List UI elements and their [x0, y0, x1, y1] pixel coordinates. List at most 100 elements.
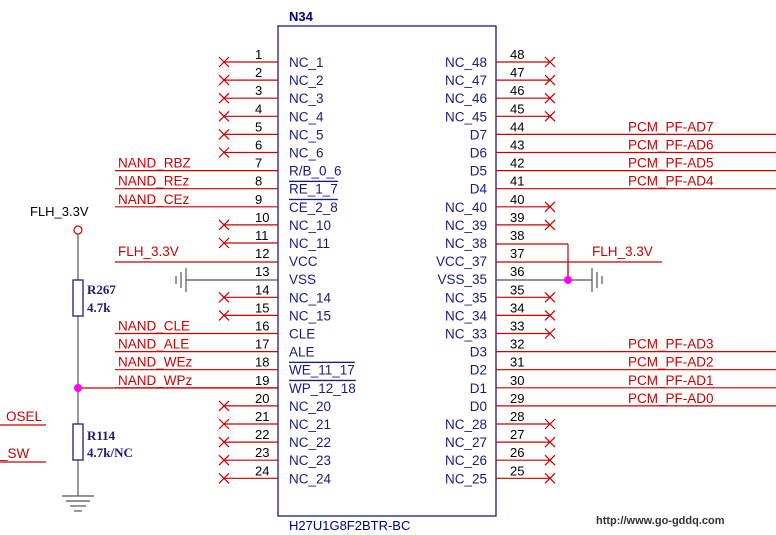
pin-number: 31	[510, 355, 524, 370]
pin-name: NC_1	[289, 55, 324, 70]
no-connect-mark	[218, 56, 230, 68]
pin-number: 13	[255, 264, 269, 279]
net-label: NAND_REz	[118, 174, 190, 189]
pin-name: VCC_37	[436, 254, 487, 269]
no-connect-mark	[218, 436, 230, 448]
pin-name: D6	[470, 146, 487, 161]
left-pin-6: 6NC_6	[218, 138, 324, 161]
pin-number: 6	[255, 138, 262, 153]
pin-name: D2	[470, 363, 487, 378]
no-connect-mark	[544, 74, 556, 86]
pin-number: 44	[510, 119, 524, 134]
no-connect-mark	[544, 309, 556, 321]
pin-name: NC_4	[289, 109, 324, 124]
chip-part-number: H27U1G8F2BTR-BC	[289, 518, 410, 533]
pin-name: NC_38	[445, 236, 487, 251]
pin-number: 29	[510, 391, 524, 406]
pin-number: 26	[510, 445, 524, 460]
pin-number: 2	[255, 65, 262, 80]
no-connect-mark	[544, 472, 556, 484]
r267-value: 4.7k	[87, 300, 111, 315]
pin-number: 42	[510, 156, 524, 171]
right-vcc-net-label: FLH_3.3V	[592, 244, 653, 259]
offpage-label-sw: _SW	[0, 446, 30, 461]
pin-name: RE_1_7	[289, 182, 338, 197]
pin-name: NC_20	[289, 399, 331, 414]
net-label: PCM_PF-AD5	[628, 156, 714, 171]
pin-number: 15	[255, 300, 269, 315]
no-connect-mark	[218, 147, 230, 158]
pin-number: 34	[510, 300, 524, 315]
r114-value: 4.7k/NC	[87, 445, 133, 460]
no-connect-mark	[218, 74, 230, 86]
pin-name: NC_21	[289, 417, 331, 432]
pin-number: 48	[510, 47, 524, 62]
watermark-url: http://www.go-gddq.com	[596, 515, 725, 527]
pin-name: D5	[470, 164, 487, 179]
pin-number: 24	[255, 463, 269, 478]
pin-number: 22	[255, 427, 269, 442]
pin-name: NC_47	[445, 73, 487, 88]
no-connect-mark	[218, 291, 230, 303]
pin-number: 20	[255, 391, 269, 406]
pin-number: 10	[255, 210, 269, 225]
net-label: PCM_PF-AD6	[628, 138, 714, 153]
no-connect-mark	[544, 436, 556, 448]
no-connect-mark	[218, 92, 230, 104]
left-pin-3: 3NC_3	[218, 83, 324, 106]
pin-number: 38	[510, 228, 524, 243]
left-pin-2: 2NC_2	[218, 65, 324, 88]
left-ground-symbol	[175, 268, 187, 292]
pullup-rail-label: FLH_3.3V	[30, 204, 89, 219]
r267-body	[72, 279, 84, 317]
pin-number: 46	[510, 83, 524, 98]
no-connect-mark	[218, 454, 230, 466]
pin-number: 3	[255, 83, 262, 98]
pin-number: 11	[255, 228, 269, 243]
no-connect-mark	[544, 418, 556, 430]
left-pin-1: 1NC_1	[218, 47, 324, 70]
net-label: PCM_PF-AD7	[628, 119, 714, 134]
r114-body	[72, 423, 84, 461]
pin-number: 16	[255, 319, 269, 334]
pin-number: 12	[255, 246, 269, 261]
bottom-ground-symbol	[62, 495, 94, 512]
pin-number: 4	[255, 101, 262, 116]
r267-ref: R267	[87, 282, 116, 297]
no-connect-mark	[218, 219, 230, 231]
pin-number: 37	[510, 246, 524, 261]
net-label: NAND_WPz	[118, 373, 193, 388]
wp-junction	[74, 384, 82, 392]
left-pin-4: 4NC_4	[218, 101, 324, 124]
pin-name: D3	[470, 345, 487, 360]
pin-name: D0	[470, 399, 487, 414]
pin-name: NC_22	[289, 435, 331, 450]
pin-name: NC_48	[445, 55, 487, 70]
pin-number: 33	[510, 319, 524, 334]
chip-designator: N34	[289, 9, 314, 24]
